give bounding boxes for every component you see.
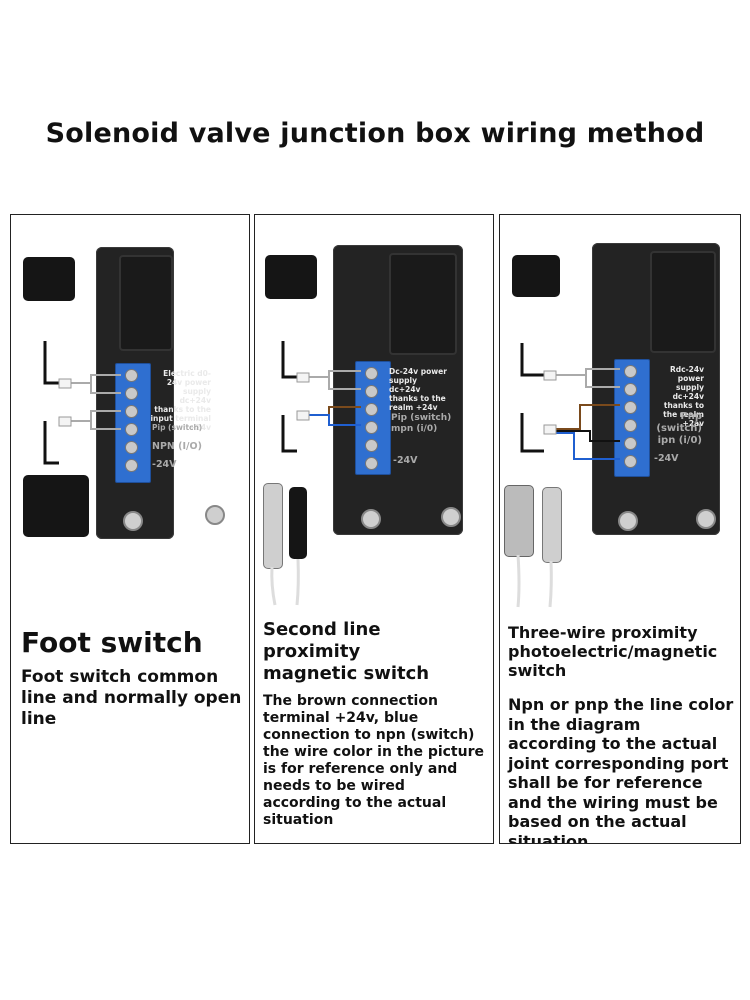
- power-adapter: [265, 255, 317, 299]
- box-label-pnp: Pnp (switch) ipn (i/0): [656, 411, 702, 446]
- mount-screw: [123, 511, 143, 531]
- photoelectric-sensor: [504, 485, 534, 557]
- terminal-screw: [365, 439, 378, 452]
- terminal-screw: [624, 437, 637, 450]
- terminal-screw: [624, 365, 637, 378]
- magnetic-switch: [289, 487, 307, 559]
- panel-two-wire-switch: Dc-24v power supply dc+24v thanks to the…: [254, 214, 494, 844]
- two-wire-wiring-photo: Dc-24v power supply dc+24v thanks to the…: [255, 215, 493, 615]
- mount-screw: [441, 507, 461, 527]
- box-label-neg: -24V: [393, 455, 418, 466]
- page-title: Solenoid valve junction box wiring metho…: [45, 118, 705, 149]
- terminal-screw: [365, 457, 378, 470]
- panel-heading: Three-wire proximity photoelectric/magne…: [508, 623, 718, 680]
- panel-description: The brown connection terminal +24v, blue…: [263, 693, 484, 828]
- panel-description: Npn or pnp the line color in the diagram…: [508, 695, 734, 844]
- wiring-lines: [43, 341, 121, 465]
- box-label-pip: Pip (switch) mpn (i/0): [391, 413, 452, 434]
- panel-description: Foot switch common line and normally ope…: [21, 667, 242, 729]
- power-adapter: [512, 255, 560, 297]
- solenoid-connector: [389, 253, 457, 355]
- box-label-neg: -24V: [654, 453, 679, 464]
- mount-screw: [696, 509, 716, 529]
- box-label-neg: -24V: [152, 459, 177, 470]
- panel-foot-switch: Electric d0-24v power supply dc+24v than…: [10, 214, 250, 844]
- wiring-lines: [270, 341, 361, 606]
- terminal-screw: [125, 405, 138, 418]
- panel-three-wire-switch: Rdc-24v power supply dc+24v thanks to th…: [499, 214, 741, 844]
- box-label-power: Electric d0-24v power supply dc+24v than…: [150, 369, 211, 432]
- terminal-block: [355, 361, 391, 475]
- mount-screw: [205, 505, 225, 525]
- box-label-power: Dc-24v power supply dc+24v thanks to the…: [389, 367, 447, 412]
- terminal-screw: [125, 387, 138, 400]
- terminal-screw: [624, 455, 637, 468]
- terminal-screw: [624, 401, 637, 414]
- box-label-power: Rdc-24v power supply dc+24v thanks to th…: [663, 365, 704, 428]
- mount-screw: [361, 509, 381, 529]
- panel-heading: Second line proximity magnetic switch: [263, 619, 430, 684]
- terminal-screw: [125, 441, 138, 454]
- terminal-screw: [125, 459, 138, 472]
- terminal-screw: [365, 367, 378, 380]
- terminal-screw: [125, 369, 138, 382]
- terminal-screw: [624, 419, 637, 432]
- power-adapter: [23, 257, 75, 301]
- panel-heading: Foot switch: [21, 626, 203, 659]
- terminal-screw: [365, 385, 378, 398]
- mount-screw: [618, 511, 638, 531]
- terminal-screw: [125, 423, 138, 436]
- terminal-screw: [365, 403, 378, 416]
- box-label-pip: Pip (switch): [152, 423, 203, 432]
- three-wire-wiring-photo: Rdc-24v power supply dc+24v thanks to th…: [500, 215, 740, 615]
- terminal-screw: [624, 383, 637, 396]
- solenoid-connector: [650, 251, 716, 353]
- foot-switch-wiring-photo: Electric d0-24v power supply dc+24v than…: [11, 215, 249, 615]
- wiring-lines: [516, 343, 620, 608]
- solenoid-connector: [119, 255, 173, 351]
- terminal-screw: [365, 421, 378, 434]
- foot-pedal: [23, 475, 89, 537]
- box-label-npn: NPN (I/O): [152, 441, 202, 452]
